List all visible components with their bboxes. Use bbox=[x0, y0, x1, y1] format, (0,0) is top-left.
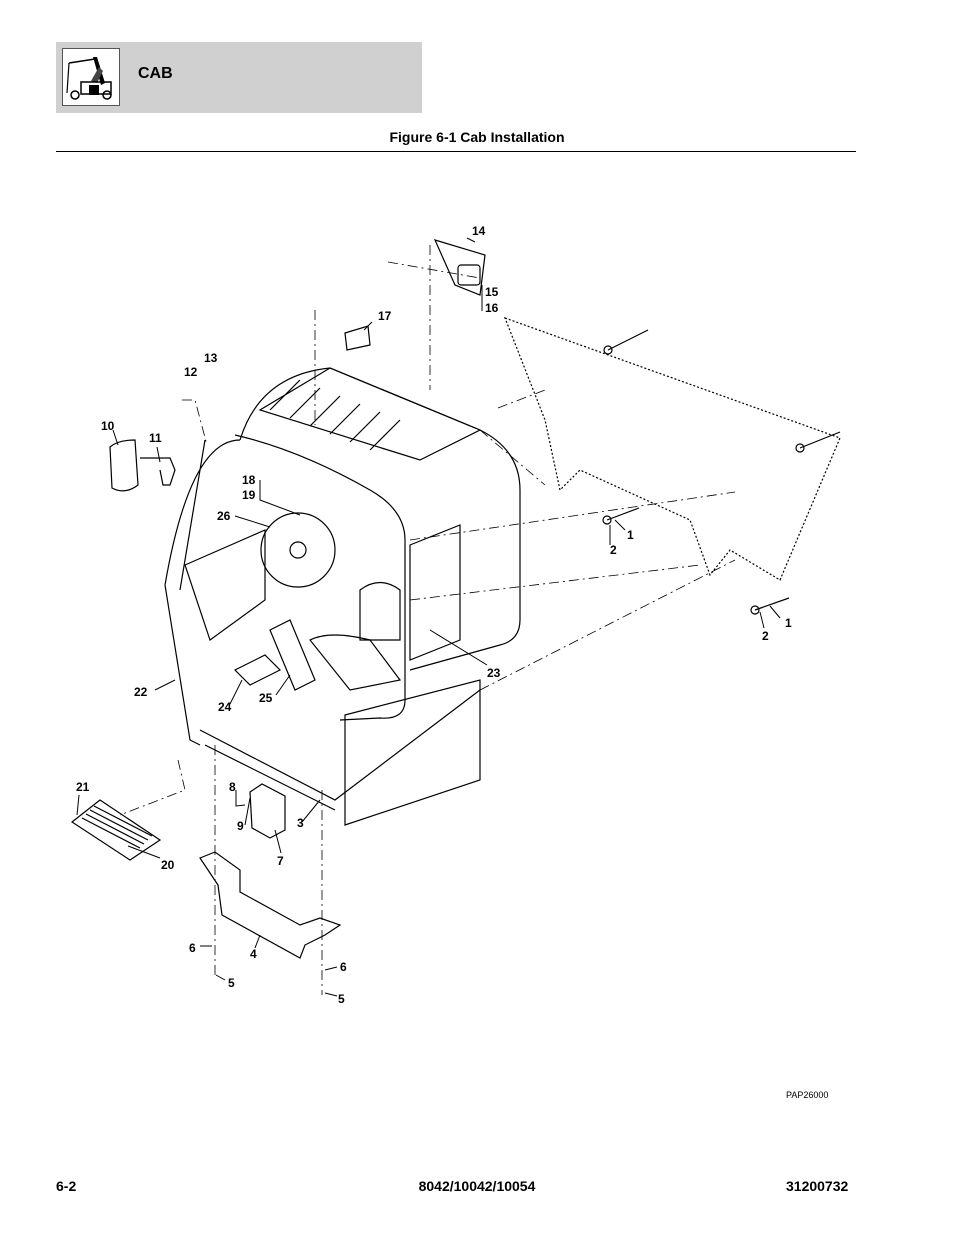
callout-17: 17 bbox=[378, 309, 392, 323]
callout-5b: 5 bbox=[338, 992, 345, 1006]
mirror bbox=[109, 439, 139, 492]
callout-13: 13 bbox=[204, 351, 218, 365]
step-plate bbox=[70, 799, 162, 861]
pedal-brake bbox=[233, 654, 282, 686]
callout-21: 21 bbox=[76, 780, 90, 794]
callout-12: 12 bbox=[184, 365, 198, 379]
cab-frame-left bbox=[164, 439, 241, 746]
callout-7: 7 bbox=[277, 854, 284, 868]
callout-14: 14 bbox=[472, 224, 486, 238]
cab-front-frame bbox=[234, 434, 406, 721]
callout-11: 11 bbox=[149, 431, 162, 445]
dashboard bbox=[184, 529, 266, 641]
header-rule bbox=[56, 151, 856, 152]
callout-23: 23 bbox=[487, 666, 501, 680]
callout-15: 15 bbox=[485, 285, 499, 299]
rear-window bbox=[409, 524, 461, 661]
bolt-upper bbox=[603, 329, 649, 355]
cab-machine-icon bbox=[62, 48, 120, 106]
pedal-accelerator bbox=[269, 619, 316, 691]
bolt-lower bbox=[750, 597, 790, 615]
bolt-right bbox=[795, 431, 841, 453]
callout-6a: 6 bbox=[189, 941, 196, 955]
callout-1a: 1 bbox=[627, 528, 634, 542]
steering-wheel bbox=[260, 512, 336, 588]
bolt-mid bbox=[602, 507, 640, 525]
cab-floor bbox=[199, 689, 481, 811]
footer-doc-number: 31200732 bbox=[786, 1178, 849, 1194]
roof-ribs bbox=[269, 379, 401, 451]
callout-8: 8 bbox=[229, 780, 236, 794]
callout-5a: 5 bbox=[228, 976, 235, 990]
callout-19: 19 bbox=[242, 488, 256, 502]
callout-24: 24 bbox=[218, 700, 232, 714]
cab-roof bbox=[239, 367, 521, 671]
mounting-bracket bbox=[199, 851, 342, 959]
footer-models: 8042/10042/10054 bbox=[418, 1178, 536, 1194]
dome-light bbox=[344, 325, 371, 351]
callout-25: 25 bbox=[259, 691, 273, 705]
callout-2a: 2 bbox=[610, 543, 617, 557]
seat bbox=[309, 634, 402, 691]
windshield-glass bbox=[503, 316, 841, 581]
callout-9: 9 bbox=[237, 819, 244, 833]
controller-module bbox=[249, 783, 286, 839]
work-light bbox=[433, 239, 486, 296]
callout-6b: 6 bbox=[340, 960, 347, 974]
callout-3: 3 bbox=[297, 816, 304, 830]
callout-10: 10 bbox=[101, 419, 115, 433]
callout-2b: 2 bbox=[762, 629, 769, 643]
callout-20: 20 bbox=[161, 858, 175, 872]
callout-22: 22 bbox=[134, 685, 148, 699]
callout-18: 18 bbox=[242, 473, 256, 487]
footer-page-number: 6-2 bbox=[56, 1178, 77, 1194]
callout-26: 26 bbox=[217, 509, 231, 523]
section-title: CAB bbox=[138, 65, 173, 82]
figure-title: Figure 6-1 Cab Installation bbox=[389, 129, 565, 145]
cab-roof-top bbox=[258, 367, 482, 461]
seat-back bbox=[359, 581, 401, 641]
cab-door-panel bbox=[344, 679, 481, 826]
callout-4: 4 bbox=[250, 947, 257, 961]
callout-16: 16 bbox=[485, 301, 499, 315]
callout-1b: 1 bbox=[785, 616, 792, 630]
mirror-bracket bbox=[140, 457, 176, 486]
figure-reference: PAP26000 bbox=[786, 1090, 829, 1100]
